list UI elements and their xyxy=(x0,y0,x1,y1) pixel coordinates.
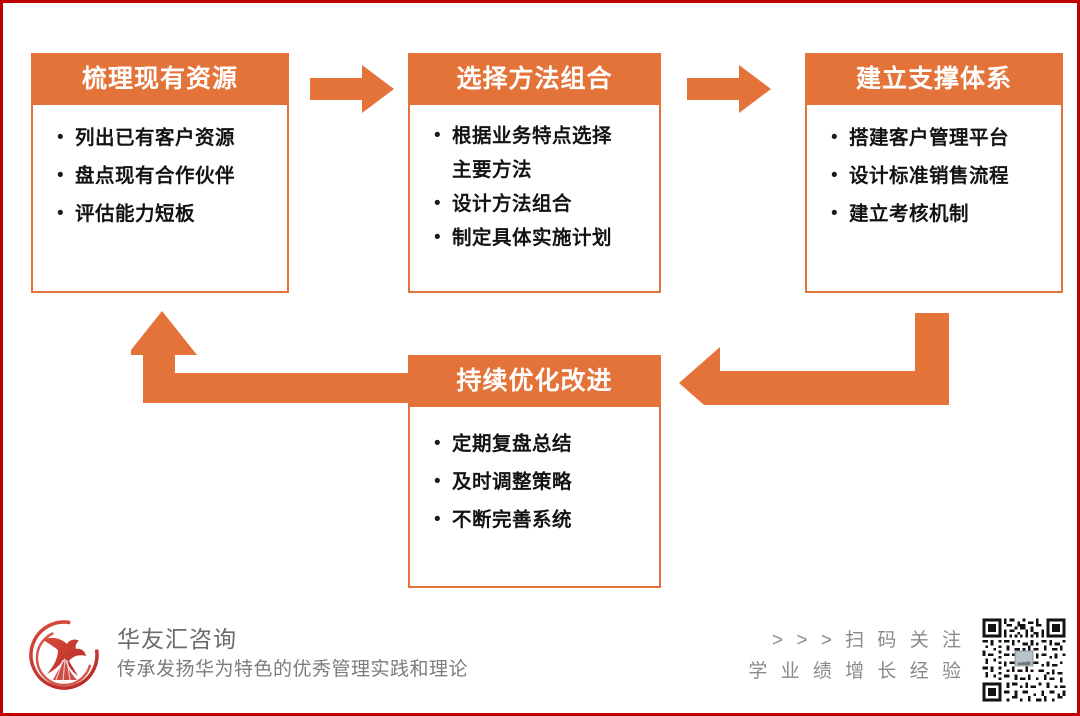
bullet-marker-icon: • xyxy=(434,227,441,248)
scan-cta-line2: 学 业 绩 增 长 经 验 xyxy=(748,661,965,682)
list-item-label: 主要方法 xyxy=(452,159,533,181)
list-item-label: 设计方法组合 xyxy=(452,193,573,215)
bullet-marker-icon: • xyxy=(434,125,441,146)
bullet-marker-icon: • xyxy=(57,127,64,148)
bullet-marker-icon: • xyxy=(434,433,441,454)
list-item: • 制定具体实施计划 xyxy=(422,221,649,255)
box-title-select-method: 选择方法组合 xyxy=(408,53,661,105)
box-body-existing-resources: • 列出已有客户资源 • 盘点现有合作伙伴 • 评估能力短板 xyxy=(33,105,287,291)
bullet-marker-icon: • xyxy=(831,127,838,148)
list-item-label: 不断完善系统 xyxy=(452,509,573,531)
list-item-label: 评估能力短板 xyxy=(75,203,196,225)
list-item: • 设计方法组合 xyxy=(422,187,649,221)
box-title-existing-resources: 梳理现有资源 xyxy=(31,53,289,105)
phoenix-logo xyxy=(23,614,105,696)
process-box-select-method[interactable]: 选择方法组合 • 根据业务特点选择 主要方法 • 设计方法组合 • 制定具体实施… xyxy=(408,53,661,293)
arrow-box4-to-box1 xyxy=(127,311,411,403)
list-item: • 搭建客户管理平台 xyxy=(819,121,1051,155)
list-item-label: 根据业务特点选择 xyxy=(452,125,613,147)
bullet-marker-icon: • xyxy=(434,193,441,214)
process-box-support-system[interactable]: 建立支撑体系 • 搭建客户管理平台 • 设计标准销售流程 • 建立考核机制 xyxy=(805,53,1063,293)
arrow-box2-to-box3 xyxy=(687,65,771,113)
scan-cta-block: > > > 扫 码 关 注 学 业 绩 增 长 经 验 xyxy=(748,625,965,687)
process-box-existing-resources[interactable]: 梳理现有资源 • 列出已有客户资源 • 盘点现有合作伙伴 • 评估能力短板 xyxy=(31,53,289,293)
list-item-label: 搭建客户管理平台 xyxy=(849,127,1010,149)
bullet-marker-icon: • xyxy=(57,165,64,186)
process-box-continuous-improve[interactable]: 持续优化改进 • 定期复盘总结 • 及时调整策略 • 不断完善系统 xyxy=(408,355,661,588)
list-item: • 设计标准销售流程 xyxy=(819,159,1051,193)
brand-name: 华友汇咨询 xyxy=(117,626,237,652)
list-item-label: 列出已有客户资源 xyxy=(75,127,236,149)
list-item: • 定期复盘总结 xyxy=(422,427,649,461)
box-body-continuous-improve: • 定期复盘总结 • 及时调整策略 • 不断完善系统 xyxy=(410,407,659,586)
box-title-support-system: 建立支撑体系 xyxy=(805,53,1063,105)
arrow-box1-to-box2 xyxy=(310,65,394,113)
brand-tagline: 传承发扬华为特色的优秀管理实践和理论 xyxy=(117,659,469,680)
list-item-label: 设计标准销售流程 xyxy=(849,165,1010,187)
list-item: • 不断完善系统 xyxy=(422,503,649,537)
list-item: • 盘点现有合作伙伴 xyxy=(45,159,277,193)
list-item: • 列出已有客户资源 xyxy=(45,121,277,155)
bullet-marker-icon: • xyxy=(831,203,838,224)
list-item: • 根据业务特点选择 xyxy=(422,119,649,153)
list-item: • 评估能力短板 xyxy=(45,197,277,231)
list-item-label: 建立考核机制 xyxy=(849,203,970,225)
bullet-marker-icon: • xyxy=(57,203,64,224)
box-title-continuous-improve: 持续优化改进 xyxy=(408,355,661,407)
footer-brand-block: 华友汇咨询 传承发扬华为特色的优秀管理实践和理论 xyxy=(117,623,547,685)
list-item-continuation: 主要方法 xyxy=(422,153,649,187)
list-item-label: 及时调整策略 xyxy=(452,471,573,493)
box-body-select-method: • 根据业务特点选择 主要方法 • 设计方法组合 • 制定具体实施计划 xyxy=(410,105,659,291)
list-item-label: 制定具体实施计划 xyxy=(452,227,613,249)
box-body-support-system: • 搭建客户管理平台 • 设计标准销售流程 • 建立考核机制 xyxy=(807,105,1061,291)
list-item-label: 盘点现有合作伙伴 xyxy=(75,165,236,187)
arrow-box3-to-box4 xyxy=(679,313,949,419)
scan-cta-line1: > > > 扫 码 关 注 xyxy=(772,630,965,651)
list-item-label: 定期复盘总结 xyxy=(452,433,573,455)
bullet-marker-icon: • xyxy=(434,509,441,530)
list-item: • 及时调整策略 xyxy=(422,465,649,499)
bullet-marker-icon: • xyxy=(434,471,441,492)
list-item: • 建立考核机制 xyxy=(819,197,1051,231)
qr-code[interactable] xyxy=(980,616,1068,704)
bullet-marker-icon: • xyxy=(831,165,838,186)
